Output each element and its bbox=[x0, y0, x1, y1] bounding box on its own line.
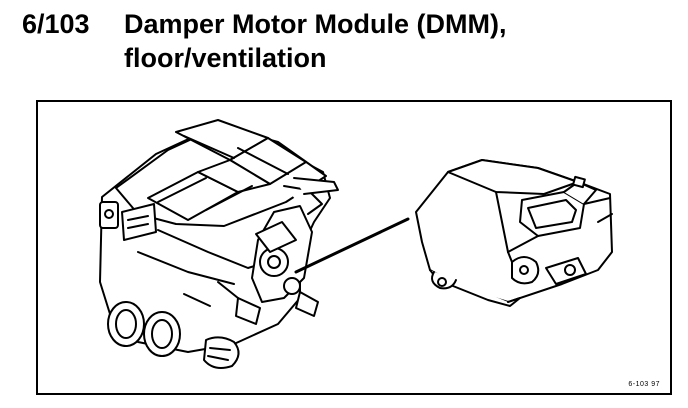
technical-illustration bbox=[99, 119, 613, 369]
page-header: 6/103 Damper Motor Module (DMM), floor/v… bbox=[22, 8, 672, 78]
leader-line bbox=[294, 217, 410, 274]
damper-motor-module-drawing bbox=[415, 159, 613, 307]
page-title-line-1: Damper Motor Module (DMM), bbox=[124, 9, 507, 39]
figure-code: 6-103 97 bbox=[628, 381, 660, 388]
page-title-line-2: floor/ventilation bbox=[124, 43, 327, 73]
hvac-unit-drawing bbox=[99, 119, 339, 369]
section-number: 6/103 bbox=[22, 9, 90, 39]
figure-frame: 6-103 97 bbox=[36, 100, 672, 395]
